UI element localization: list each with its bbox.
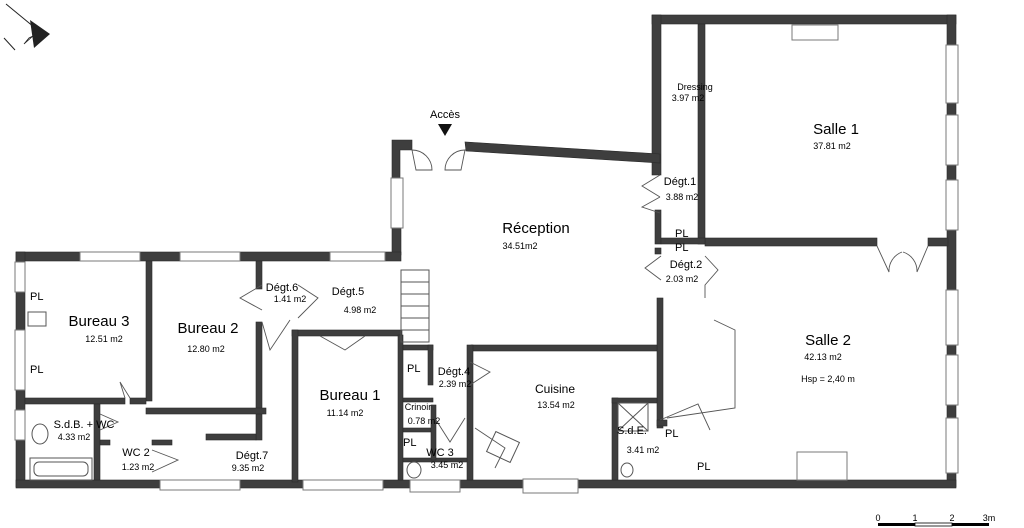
room-degt5-name: Dégt.5 (332, 286, 364, 298)
fixtures (27, 311, 649, 481)
room-degt1-area: 3.88 m2 (666, 192, 699, 202)
room-degt4-area: 2.39 m2 (439, 379, 472, 389)
room-degt5-area: 4.98 m2 (344, 305, 377, 315)
placard-label: PL (675, 242, 688, 254)
room-degt2-name: Dégt.2 (670, 259, 702, 271)
room-bureau2-name: Bureau 2 (178, 320, 239, 337)
room-crinoir-name: Crinoir (405, 402, 432, 412)
windows (14, 24, 959, 494)
room-reception-area: 34.51m2 (502, 241, 537, 251)
stove-icon (485, 430, 521, 464)
room-sde-name: S.d.E. (617, 425, 647, 437)
toilet-icon (620, 462, 634, 478)
stairs-icon (400, 269, 430, 343)
room-salle1-name: Salle 1 (813, 121, 859, 138)
scale-bar: 0 1 2 3m (875, 513, 996, 527)
closet-icon (27, 311, 47, 327)
entrance-label: Accès (430, 109, 460, 121)
placard-labels: PL PL PL PL PL PL PL PL (30, 228, 710, 473)
room-salle2-area: 42.13 m2 (804, 352, 842, 362)
toilet-icon (406, 461, 422, 479)
north-arrow-icon (3, 3, 50, 51)
placard-label: PL (30, 291, 43, 303)
room-degt4-name: Dégt.4 (438, 366, 470, 378)
room-bureau2-area: 12.80 m2 (187, 344, 225, 354)
bathtub-icon (29, 457, 93, 481)
scale-label: 2 (949, 513, 954, 523)
room-degt7-area: 9.35 m2 (232, 463, 265, 473)
shower-icon (617, 402, 649, 432)
room-bureau3-name: Bureau 3 (69, 313, 130, 330)
room-salle2-height: Hsp = 2,40 m (801, 374, 855, 384)
outer-walls (15, 14, 957, 489)
room-degt6-area: 1.41 m2 (274, 294, 307, 304)
room-crinoir-area: 0.78 m2 (408, 416, 441, 426)
room-cuisine-name: Cuisine (535, 382, 575, 396)
room-wc3-area: 3.45 m2 (431, 460, 464, 470)
room-cuisine-area: 13.54 m2 (537, 400, 575, 410)
scale-label: 0 (875, 513, 880, 523)
room-salle1-area: 37.81 m2 (813, 141, 851, 151)
room-degt2-area: 2.03 m2 (666, 274, 699, 284)
sink-icon (31, 423, 49, 445)
room-bureau1-name: Bureau 1 (320, 387, 381, 404)
placard-label: PL (665, 428, 678, 440)
room-degt6-name: Dégt.6 (266, 282, 298, 294)
scale-label: 1 (912, 513, 917, 523)
room-degt1-name: Dégt.1 (664, 176, 696, 188)
room-wc2-area: 1.23 m2 (122, 462, 155, 472)
room-sdb-area: 4.33 m2 (58, 432, 91, 442)
room-wc3-name: WC 3 (426, 447, 454, 459)
placard-label: PL (30, 364, 43, 376)
room-reception-name: Réception (502, 220, 570, 237)
placard-label: PL (403, 437, 416, 449)
placard-label: PL (675, 228, 688, 240)
placard-label: PL (697, 461, 710, 473)
room-labels: Salle 1 37.81 m2 Salle 2 42.13 m2 Hsp = … (54, 82, 859, 473)
room-dressing-area: 3.97 m2 (672, 93, 705, 103)
doors (99, 149, 929, 473)
entrance-arrow-icon (438, 124, 452, 136)
room-sdb-name: S.d.B. + WC (54, 419, 115, 431)
room-dressing-name: Dressing (677, 82, 713, 92)
room-bureau3-area: 12.51 m2 (85, 334, 123, 344)
scale-label: 3m (983, 513, 996, 523)
room-bureau1-area: 11.14 m2 (327, 408, 364, 418)
room-wc2-name: WC 2 (122, 447, 150, 459)
room-salle2-name: Salle 2 (805, 332, 851, 349)
room-sde-area: 3.41 m2 (627, 445, 660, 455)
placard-label: PL (407, 363, 420, 375)
room-degt7-name: Dégt.7 (236, 450, 268, 462)
entrance-marker: Accès (430, 109, 460, 136)
